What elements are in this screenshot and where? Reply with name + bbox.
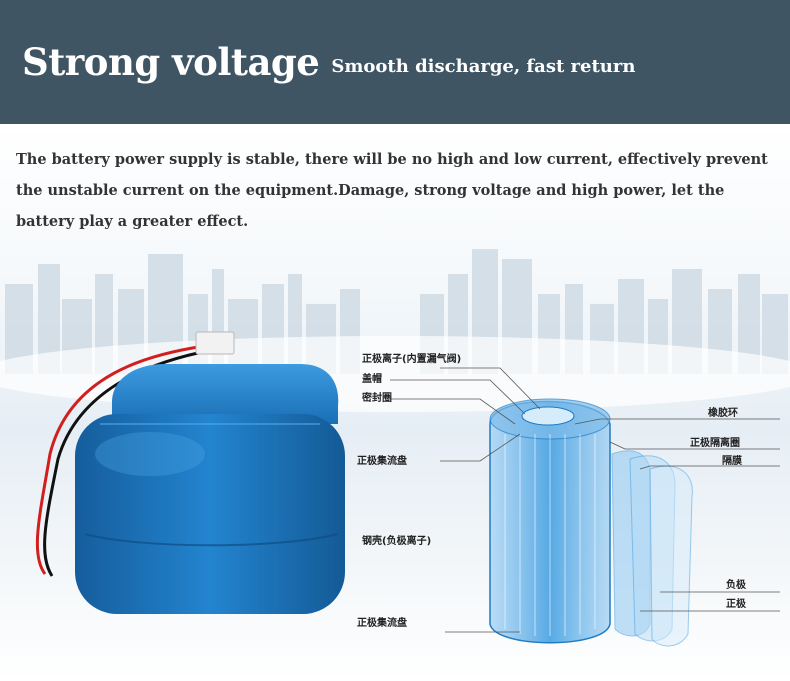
label-seal-ring: 密封圈 <box>362 391 392 404</box>
headline: Strong voltage <box>22 40 320 84</box>
label-negative: 负极 <box>726 578 747 591</box>
wire-connector <box>195 331 235 355</box>
label-positive-collector-top: 正极集流盘 <box>357 454 407 467</box>
label-positive-ion: 正极离子(内置漏气阀) <box>362 352 461 365</box>
label-separator: 隔膜 <box>722 454 742 467</box>
illustration: 正极离子(内置漏气阀) 盖帽 密封圈 橡胶环 正极隔离圈 隔膜 正极集流盘 钢壳… <box>0 249 790 647</box>
battery-wires <box>35 331 235 577</box>
label-positive-collector-bottom: 正极集流盘 <box>357 616 407 629</box>
description-text: The battery power supply is stable, ther… <box>16 151 768 230</box>
label-positive: 正极 <box>726 597 747 610</box>
header-banner: Strong voltage Smooth discharge, fast re… <box>0 0 790 124</box>
leader-lines <box>390 367 780 633</box>
label-cap: 盖帽 <box>362 372 382 385</box>
label-steel-shell: 钢壳(负极离子) <box>362 534 431 547</box>
label-rubber-ring: 橡胶环 <box>708 406 738 419</box>
cell-cutaway <box>489 398 693 647</box>
subheadline: Smooth discharge, fast return <box>331 55 636 77</box>
battery-pack <box>75 364 345 614</box>
label-positive-separator-ring: 正极隔离圈 <box>690 436 740 449</box>
